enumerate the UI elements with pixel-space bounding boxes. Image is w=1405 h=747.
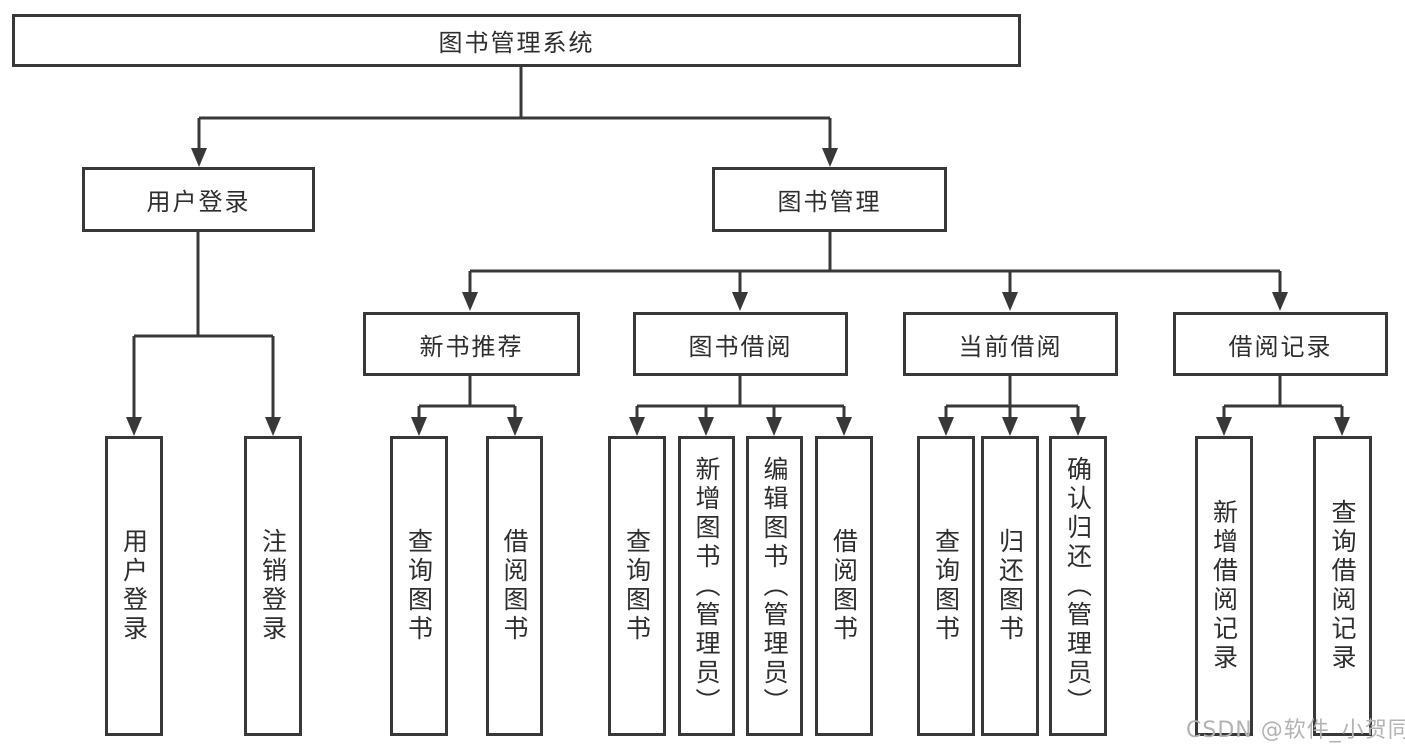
arrowhead-icon [1216, 417, 1232, 436]
node-current-borrowing: 当前借阅 [903, 312, 1118, 376]
node-borrowing-records: 借阅记录 [1173, 312, 1388, 376]
arrowhead-icon [1070, 417, 1086, 436]
connector-root-to-level2 [197, 67, 832, 150]
watermark: CSDN @软件_小贺同学 [1186, 718, 1405, 743]
arrowhead-icon [836, 417, 852, 436]
connector-book-management-to-level3 [468, 232, 1282, 294]
leaf-query-books-current: 查询图书 [917, 436, 975, 736]
leaf-query-books-borrowing: 查询图书 [608, 436, 666, 736]
node-user-login: 用户登录 [82, 167, 315, 232]
leaf-user-login: 用户登录 [105, 436, 163, 736]
leaf-confirm-return-admin: 确认归还（管理员） [1049, 436, 1107, 736]
leaf-return-books: 归还图书 [981, 436, 1039, 736]
leaf-query-borrow-record: 查询借阅记录 [1313, 436, 1372, 736]
arrowhead-icon [507, 417, 523, 436]
connector-book-borrowing-to-leaves [635, 376, 846, 420]
leaf-borrow-books-recommend: 借阅图书 [486, 436, 543, 736]
arrowhead-icon [766, 417, 782, 436]
connector-new-book-recommendation-to-leaves [417, 376, 517, 420]
leaf-borrow-books-borrowing: 借阅图书 [815, 436, 873, 736]
arrowhead-icon [938, 417, 954, 436]
connector-current-borrowing-to-leaves [944, 376, 1080, 420]
node-book-management: 图书管理 [712, 167, 947, 232]
arrowhead-icon [732, 292, 748, 311]
connector-arrowheads [126, 148, 1350, 436]
arrowhead-icon [265, 417, 281, 436]
arrowhead-icon [191, 148, 207, 167]
connector-lines [132, 67, 1344, 420]
leaf-logout-login: 注销登录 [244, 436, 302, 736]
leaf-edit-books-admin: 编辑图书（管理员） [746, 436, 803, 736]
arrowhead-icon [1272, 292, 1288, 311]
arrowhead-icon [1334, 417, 1350, 436]
arrowhead-icon [126, 417, 142, 436]
leaf-add-borrow-record: 新增借阅记录 [1195, 436, 1253, 736]
arrowhead-icon [1002, 417, 1018, 436]
leaf-query-books-recommend: 查询图书 [390, 436, 448, 736]
connector-borrowing-records-to-leaves [1222, 376, 1344, 420]
arrowhead-icon [698, 417, 714, 436]
arrowhead-icon [822, 148, 838, 167]
node-book-borrowing: 图书借阅 [633, 312, 848, 376]
connector-user-login-to-leaves [132, 232, 275, 419]
node-new-book-recommendation: 新书推荐 [363, 312, 580, 376]
arrowhead-icon [462, 292, 478, 311]
arrowhead-icon [411, 417, 427, 436]
arrowhead-icon [629, 417, 645, 436]
arrowhead-icon [1002, 292, 1018, 311]
node-root: 图书管理系统 [12, 14, 1021, 67]
leaf-add-books-admin: 新增图书（管理员） [678, 436, 735, 736]
